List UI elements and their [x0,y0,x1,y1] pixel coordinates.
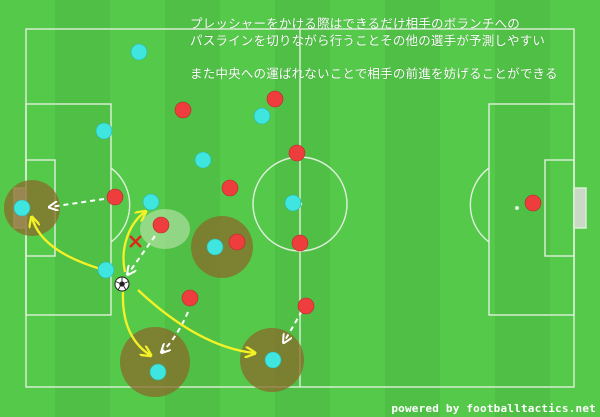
cyan-player [194,151,212,169]
red-team [106,90,542,315]
cyan-player [253,107,271,125]
cyan-player [206,238,224,256]
red-player [297,297,315,315]
cyan-player [149,363,167,381]
cyan-player [95,122,113,140]
caption-line-3: また中央への運ばれないことで相手の前進を妨げることができる [190,66,558,81]
caption-spacer [190,49,558,66]
soccer-ball-icon [114,276,130,292]
press-run-3 [162,311,189,352]
red-player [524,194,542,212]
pressing-runs [50,198,303,352]
caption-line-2: パスラインを切りながら行うことその他の選手が予測しやすい [190,32,546,48]
red-player [174,101,192,119]
red-player [221,179,239,197]
red-player [181,289,199,307]
red-player [106,188,124,206]
press-run-1 [50,198,105,207]
pressure-zone-left-gk [4,180,60,236]
cyan-team [13,43,302,381]
caption-line-1: プレッシャーをかける際はできるだけ相手のボランチへの [190,16,520,31]
pass-arrow-to-pivot [122,212,145,273]
cyan-player [264,351,282,369]
pass-cut-x-icon [129,235,142,248]
red-player [266,90,284,108]
press-run-2 [128,235,156,274]
pressure-zone-bottom-left [120,327,190,397]
cyan-player [13,199,31,217]
cyan-player [130,43,148,61]
pass-arrow-to-left [121,291,150,355]
press-run-4 [284,310,303,342]
pass-arrow-to-gk [32,218,105,272]
tactics-caption: プレッシャーをかける際はできるだけ相手のボランチへの パスラインを切りながら行う… [190,16,558,83]
cyan-player [284,194,302,212]
red-player [228,233,246,251]
pass-arrow-to-right [137,289,254,353]
pass-options [32,212,254,355]
red-player [288,144,306,162]
cyan-player [97,261,115,279]
footer-credit: powered by footballtactics.net [391,402,596,415]
cyan-player [142,193,160,211]
red-player [152,216,170,234]
red-player [291,234,309,252]
